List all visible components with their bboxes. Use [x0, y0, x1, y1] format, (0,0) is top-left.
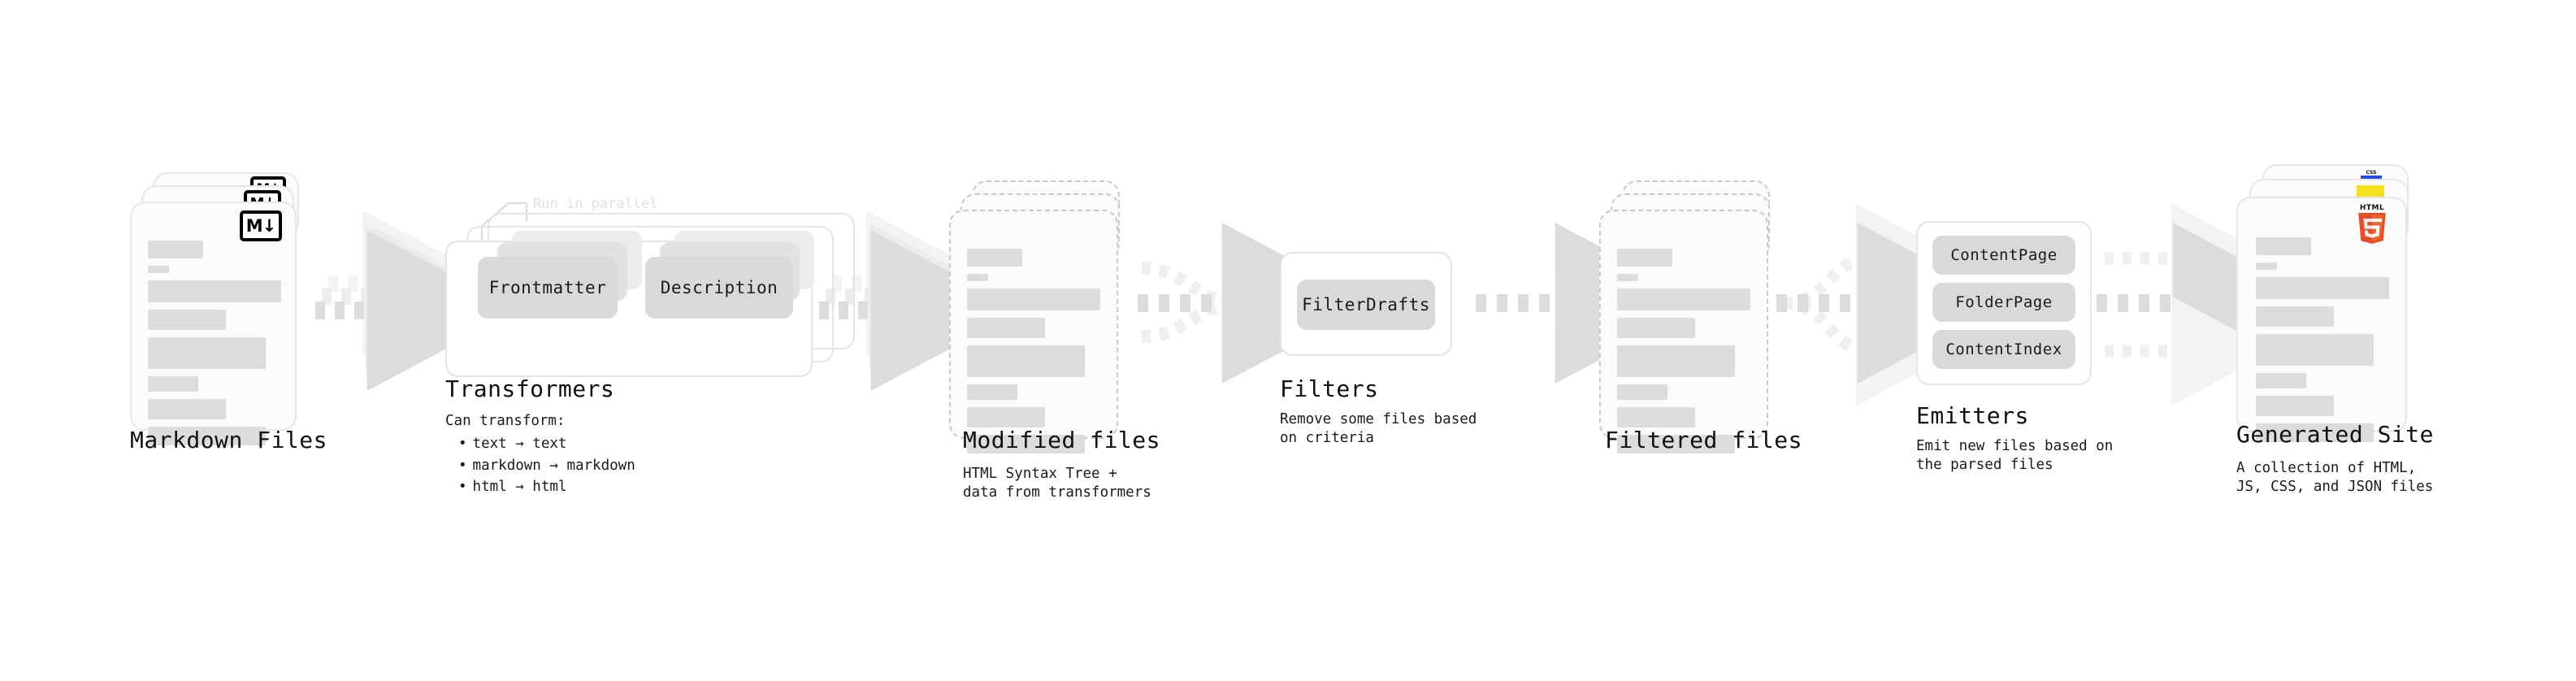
contentpage-chip[interactable]: ContentPage — [1932, 236, 2075, 275]
transformers-title: Transformers — [445, 375, 615, 402]
transformers-bullet: markdown → markdown — [458, 455, 635, 476]
modified-files-stack — [949, 180, 1144, 453]
transformers-bullet: html → html — [458, 476, 635, 497]
markdown-card-content — [148, 241, 286, 453]
generated-site-subtitle: A collection of HTML, JS, CSS, and JSON … — [2236, 460, 2434, 496]
markdown-icon: M↓ — [240, 210, 282, 241]
frontmatter-chip[interactable]: Frontmatter — [478, 257, 618, 319]
generated-site-title: Generated Site — [2236, 421, 2435, 448]
filtered-files-title: Filtered files — [1605, 427, 1803, 453]
filtered-card-content — [1617, 249, 1755, 461]
modified-files-title: Modified files — [963, 427, 1161, 453]
arrow-emitters-to-site — [2097, 203, 2325, 406]
markdown-files-stack: M↓ M↓ M↓ — [130, 172, 325, 445]
arrow-modified-to-filters — [1138, 223, 1374, 384]
html5-icon: HTML — [2355, 205, 2389, 244]
modified-card-content — [967, 249, 1105, 461]
filterdrafts-chip[interactable]: FilterDrafts — [1297, 280, 1435, 330]
css3-icon-bar — [2361, 176, 2382, 180]
css3-icon: CSS — [2360, 171, 2383, 185]
markdown-files-title: Markdown Files — [130, 427, 328, 453]
html5-icon-shield — [2358, 213, 2386, 244]
generated-card-content — [2256, 237, 2396, 449]
folderpage-chip[interactable]: FolderPage — [1932, 283, 2075, 322]
filters-title: Filters — [1280, 375, 1379, 402]
transformers-bullet-list: text → text markdown → markdown html → h… — [445, 433, 635, 497]
emitters-subtitle: Emit new files based on the parsed files — [1916, 438, 2114, 474]
filtered-files-stack — [1599, 180, 1794, 453]
transformers-caption-lead: Can transform: — [445, 413, 566, 429]
arrow-markdown-to-transformers — [315, 210, 519, 391]
transformers-caption: Can transform: text → text markdown → ma… — [445, 410, 635, 497]
description-chip[interactable]: Description — [645, 257, 793, 319]
modified-files-subtitle: HTML Syntax Tree + data from transformer… — [963, 466, 1151, 501]
filters-subtitle: Remove some files based on criteria — [1280, 411, 1477, 447]
generated-site-stack: CSS HTML — [2236, 164, 2448, 442]
transformers-bullet: text → text — [458, 433, 635, 454]
emitters-title: Emitters — [1916, 402, 2029, 429]
contentindex-chip[interactable]: ContentIndex — [1932, 330, 2075, 369]
run-in-parallel-label: Run in parallel — [533, 196, 658, 212]
